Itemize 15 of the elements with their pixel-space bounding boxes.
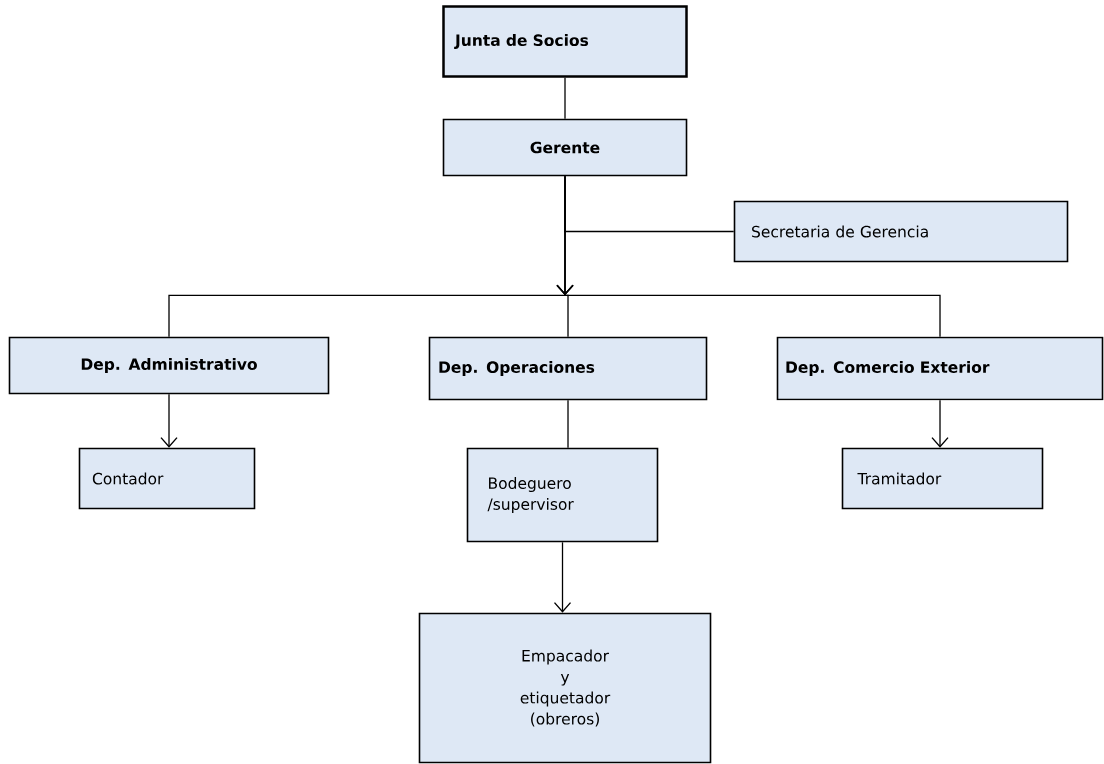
connector-arrow (931, 399, 949, 448)
org-box: Bodeguero /supervisor (466, 447, 659, 543)
connector-line (567, 399, 569, 449)
org-box: Empacador y etiquetador (obreros) (418, 612, 712, 764)
connector-arrow (553, 541, 572, 613)
org-box: Gerente (442, 118, 688, 177)
connector-line (564, 77, 566, 120)
connector-arrow (160, 393, 178, 448)
org-box: Dep. Operaciones (428, 336, 708, 401)
org-box: Dep. Comercio Exterior (776, 336, 1104, 401)
org-box: Dep. Administrativo (8, 336, 330, 395)
org-box: Contador (78, 447, 256, 510)
org-box: Secretaria de Gerencia (733, 200, 1069, 263)
org-box: Junta de Socios (442, 5, 688, 78)
org-box: Tramitador (841, 447, 1044, 510)
